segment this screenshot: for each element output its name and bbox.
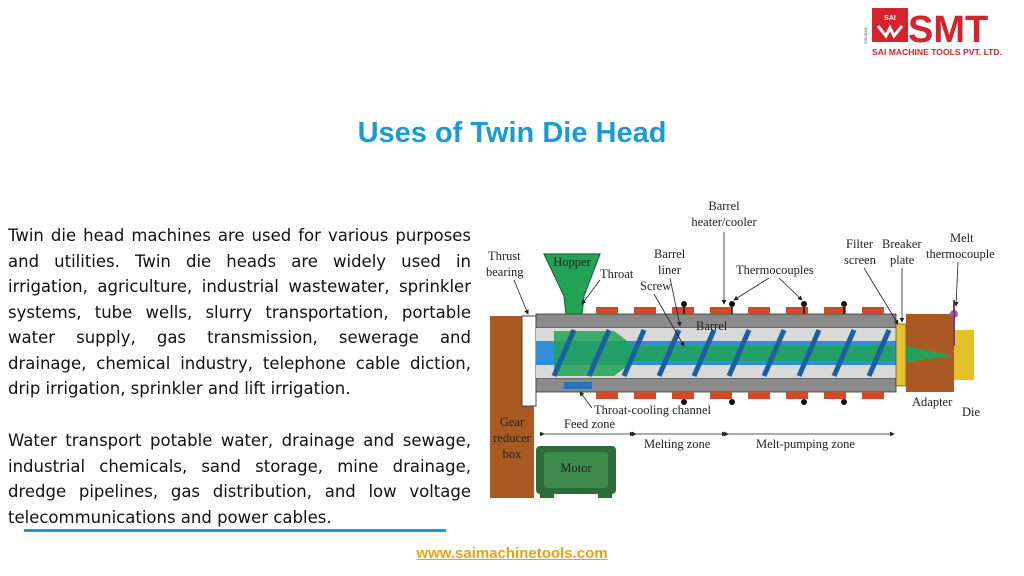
breaker-label-2: plate [890, 253, 915, 267]
throat-label: Throat [600, 267, 634, 281]
melting-zone-label: Melting zone [644, 437, 711, 451]
extruder-diagram: Gear reducer box Motor Hop [486, 199, 995, 498]
motor-icon [536, 446, 616, 498]
die-label: Die [962, 405, 981, 419]
heater-bands-top [596, 307, 884, 314]
logo-emblem-icon: SAI [872, 8, 908, 42]
throat-cooling-channel [564, 382, 592, 389]
melt-pumping-zone-label: Melt-pumping zone [756, 437, 855, 451]
thermocouples-label: Thermocouples [736, 263, 814, 277]
thrust-bearing [521, 315, 537, 407]
thrust-label-1: Thrust [488, 249, 521, 263]
die [954, 330, 974, 380]
throat-cooling-label: Throat-cooling channel [594, 403, 711, 417]
motor-label: Motor [560, 461, 592, 475]
breaker-plate [895, 323, 907, 387]
breaker-label-1: Breaker [882, 237, 922, 251]
logo-side-text: ISO 9001 [863, 26, 868, 44]
company-logo: ISO 9001 SAI SMT SAI MACHINE TOOLS PVT. … [863, 8, 1002, 57]
uses-paragraph: Twin die head machines are used for vari… [8, 226, 471, 398]
logo-company-name: SAI MACHINE TOOLS PVT. LTD. [872, 47, 1002, 57]
screw-flights [551, 329, 892, 377]
page-title: Uses of Twin Die Head [357, 117, 667, 149]
svg-text:SAI: SAI [884, 15, 896, 22]
barrel-liner-label-2: liner [658, 263, 682, 277]
melt-label-2: thermocouple [926, 247, 995, 261]
adapter-label: Adapter [912, 395, 953, 409]
accent-divider [24, 529, 446, 532]
gear-label-2: reducer [493, 431, 531, 445]
water-transport-paragraph: Water transport potable water, drainage … [8, 431, 471, 527]
hopper-label: Hopper [553, 255, 591, 269]
heater-bands-bottom [596, 392, 884, 399]
barrel-label: Barrel [696, 319, 728, 333]
filter-label-2: screen [844, 253, 877, 267]
polymer-melt [554, 331, 894, 376]
adapter-melt [906, 346, 954, 362]
gear-label-1: Gear [500, 415, 525, 429]
logo-side-band [864, 8, 870, 50]
hopper [543, 253, 601, 315]
melt-label-1: Melt [950, 231, 974, 245]
barrel-liner-label-1: Barrel [654, 247, 686, 261]
website-link[interactable]: www.saimachinetools.com [416, 545, 608, 562]
barrel-heater-label-1: Barrel [708, 199, 740, 213]
filter-label-1: Filter [846, 237, 874, 251]
barrel-heater-label-2: heater/cooler [691, 215, 757, 229]
screw-label: Screw [640, 279, 671, 293]
thermocouple-pins [681, 301, 847, 405]
gear-label-3: box [503, 447, 523, 461]
thrust-label-2: bearing [486, 265, 524, 279]
logo-brand: SMT [908, 9, 988, 51]
feed-zone-label: Feed zone [564, 417, 615, 431]
